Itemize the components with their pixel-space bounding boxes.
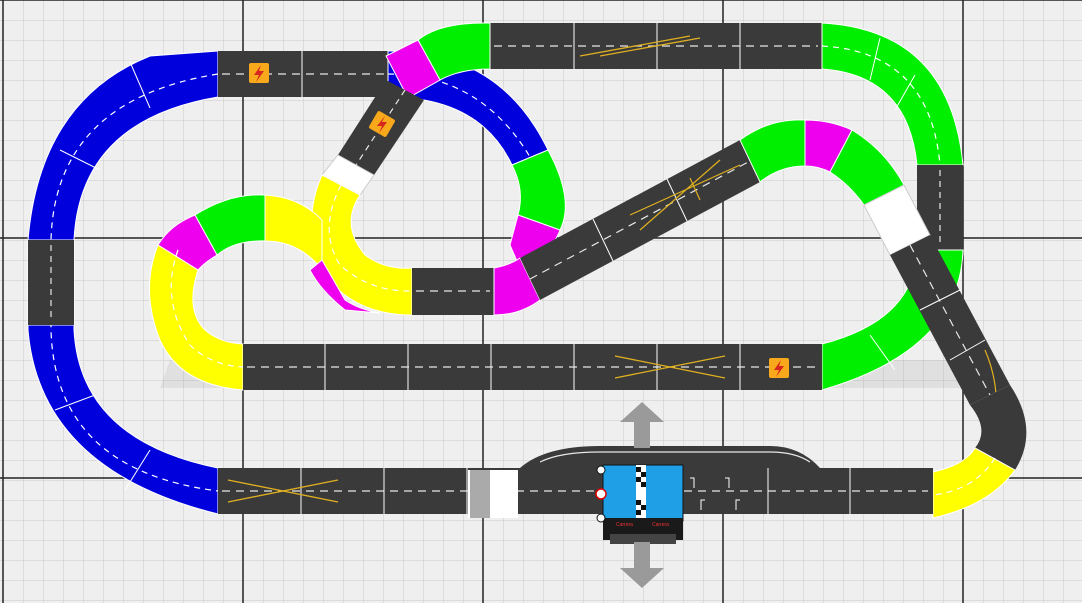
left-inner-loop[interactable] [149, 194, 381, 391]
crossover-diagonal [629, 159, 741, 231]
straight-bottom[interactable] [218, 468, 933, 518]
lane-markers [690, 477, 740, 510]
straight-short-middle[interactable] [412, 268, 494, 315]
crossover-lower [614, 355, 726, 379]
crossover-top [579, 35, 701, 57]
green-curve-top-right[interactable] [821, 22, 964, 166]
diagonal-straight-long[interactable] [520, 140, 760, 300]
crossover-bottom [227, 479, 339, 503]
right-end-curve[interactable] [932, 385, 1027, 519]
straight-lower-long[interactable] [243, 344, 822, 390]
diagonal-straight-upper[interactable] [338, 80, 424, 175]
straight-top-left[interactable] [218, 51, 388, 97]
arrow-up-icon[interactable] [620, 402, 664, 448]
control-unit-brand-left: Carrera [616, 522, 633, 528]
lightning-icon [249, 63, 269, 83]
green-curve-upper-loop[interactable] [509, 149, 566, 269]
control-unit-icon[interactable]: Carrera Carrera [595, 464, 684, 544]
control-unit-brand-right: Carrera [652, 522, 669, 528]
arrow-down-icon[interactable] [620, 542, 664, 588]
outer-left-curve[interactable] [27, 50, 219, 515]
pit-lane[interactable] [520, 446, 820, 468]
lightning-icon [369, 111, 395, 137]
hill-curves[interactable] [739, 119, 931, 256]
straight-top[interactable] [490, 23, 822, 69]
lightning-icon [769, 358, 789, 378]
